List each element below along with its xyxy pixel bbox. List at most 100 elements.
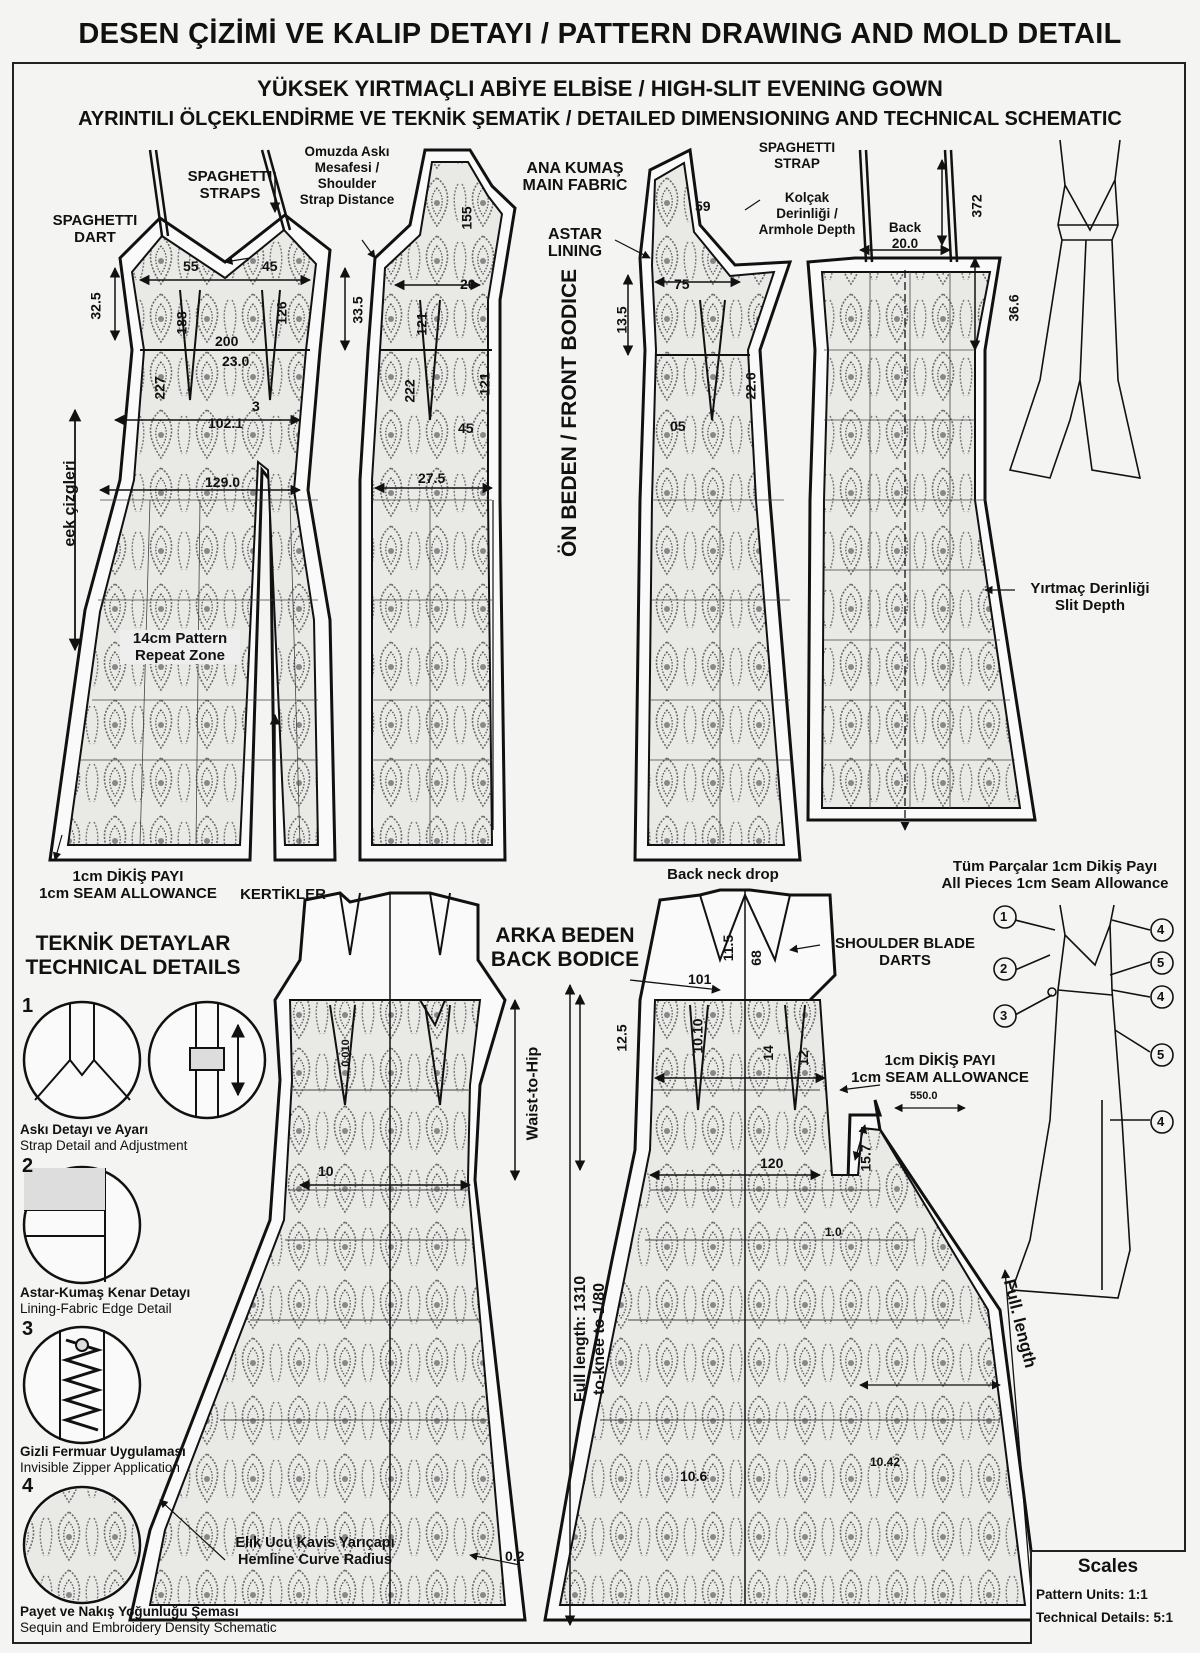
dim-550: 550.0: [910, 1090, 938, 1102]
dim-15-7: 15.7: [857, 1144, 874, 1172]
tech-item-1-number: 1: [22, 995, 34, 1017]
dim-102-1: 102.1: [208, 415, 244, 431]
flat-sketch-back: [993, 904, 1174, 1299]
scales-title: Scales: [1077, 1556, 1139, 1577]
dim-55: 55: [183, 258, 199, 274]
marker-4c: 4: [1157, 1114, 1165, 1129]
dim-10-6: 10.6: [680, 1468, 708, 1484]
dim-121b: 121: [476, 372, 493, 396]
dim-14: 14: [759, 1045, 776, 1061]
dim-36-6: 36.6: [1005, 294, 1022, 322]
dim-0-2: 0.2: [505, 1548, 525, 1564]
scales-technical-details: Technical Details: 5:1: [1036, 1610, 1174, 1625]
dim-05: 05: [670, 418, 686, 434]
dim-12: 12: [794, 1050, 811, 1066]
scales-box: [1030, 1550, 1186, 1644]
dim-10-10: 10.10: [689, 1018, 706, 1054]
dim-101: 101: [688, 971, 712, 987]
page-title: DESEN ÇİZİMİ VE KALIP DETAYI / PATTERN D…: [78, 18, 1122, 50]
front-piece-b: [358, 148, 517, 862]
dim-129-0: 129.0: [205, 474, 241, 490]
dim-45b: 45: [458, 420, 474, 436]
back-piece-f: [543, 888, 1042, 1641]
tech-detail-drawings: [24, 1003, 245, 1440]
dim-45: 45: [262, 258, 278, 274]
label-notches: KERTİKLER: [240, 886, 326, 903]
dim-155: 155: [458, 206, 475, 230]
dim-3: 3: [252, 398, 260, 414]
dim-20: 20: [460, 276, 476, 292]
marker-1: 1: [1000, 909, 1008, 924]
dim-27-5: 27.5: [418, 470, 446, 486]
dim-10-42: 10.42: [870, 1455, 901, 1469]
marker-5a: 5: [1157, 955, 1165, 970]
dim-75: 75: [674, 276, 690, 292]
dim-10: 10: [318, 1163, 334, 1179]
tech-item-4-number: 4: [22, 1475, 34, 1497]
tech-item-2-number: 2: [22, 1155, 34, 1177]
marker-4b: 4: [1157, 989, 1165, 1004]
sequin-density-swatch: [26, 1489, 138, 1601]
dim-222: 222: [401, 379, 418, 403]
dim-0-010: 0.010: [339, 1039, 352, 1067]
dim-372: 372: [968, 194, 985, 218]
dim-188: 188: [173, 311, 190, 335]
marker-2: 2: [1000, 961, 1008, 976]
marker-5b: 5: [1157, 1047, 1165, 1062]
dim-32-5: 32.5: [87, 292, 104, 320]
dim-227: 227: [151, 376, 168, 400]
dim-59: 59: [695, 198, 711, 214]
garment-title: YÜKSEK YIRTMAÇLI ABİYE ELBİSE / HIGH-SLI…: [257, 76, 943, 101]
back-piece-d: [806, 149, 1037, 831]
label-waist-to-hip: Waist-to-Hip: [524, 1046, 542, 1141]
dim-23-0: 23.0: [222, 353, 250, 369]
front-piece-a: [48, 149, 351, 862]
dim-12-5: 12.5: [613, 1024, 630, 1052]
label-back-neck-drop: Back neck drop: [667, 866, 779, 883]
dim-126: 126: [273, 301, 290, 325]
dim-13-5: 13.5: [613, 306, 630, 334]
tech-item-3-number: 3: [22, 1318, 34, 1340]
flat-sketch-front: [1008, 139, 1142, 479]
label-pattern-lines: eek çizgleri: [61, 460, 79, 547]
dim-22-6: 22.6: [742, 372, 759, 400]
dim-11-5: 11.5: [720, 934, 737, 962]
scales-pattern-units: Pattern Units: 1:1: [1036, 1587, 1148, 1602]
dim-121a: 121: [413, 312, 430, 336]
schematic-subtitle: AYRINTILI ÖLÇEKLENDİRME VE TEKNİK ŞEMATİ…: [78, 108, 1122, 130]
dim-200: 200: [215, 333, 239, 349]
marker-3: 3: [1000, 1008, 1008, 1023]
label-front-bodice: ÖN BEDEN / FRONT BODICE: [558, 268, 581, 557]
dim-120: 120: [760, 1155, 784, 1171]
back-piece-e: [128, 891, 527, 1622]
dim-33-5: 33.5: [349, 296, 366, 324]
drawing-frame: [12, 62, 1186, 1644]
dim-1-0: 1.0: [825, 1225, 842, 1239]
dim-68: 68: [747, 950, 764, 966]
marker-4a: 4: [1157, 922, 1165, 937]
front-piece-c: [614, 147, 802, 862]
